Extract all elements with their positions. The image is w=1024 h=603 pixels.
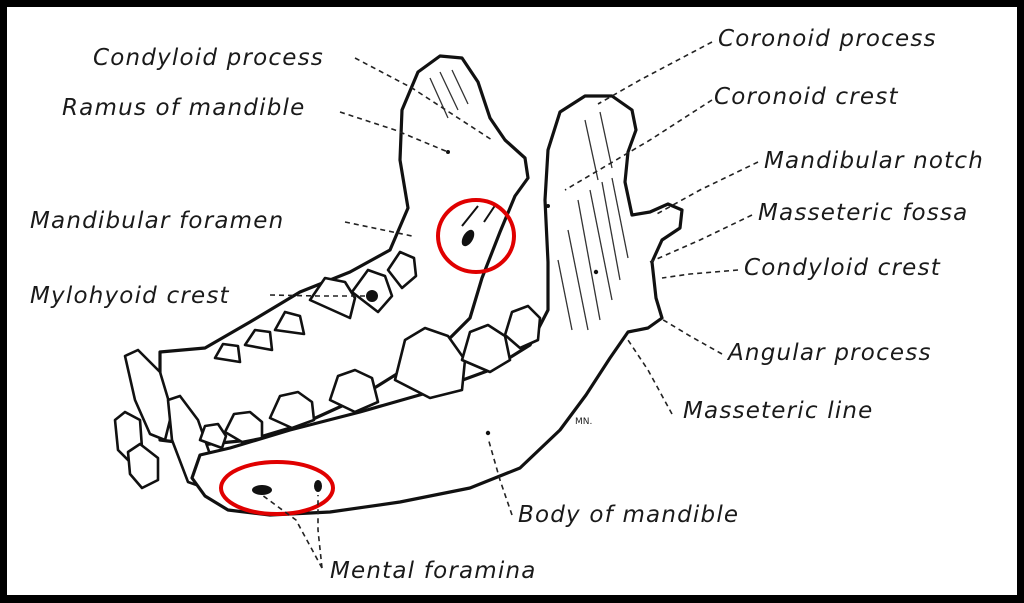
- label-mandibular-notch: Mandibular notch: [764, 148, 984, 174]
- label-condyloid-process: Condyloid process: [93, 45, 324, 71]
- label-mental-foramina: Mental foramina: [330, 558, 537, 584]
- label-condyloid-crest: Condyloid crest: [744, 255, 941, 281]
- label-angular-process: Angular process: [726, 340, 932, 366]
- label-masseteric-fossa: Masseteric fossa: [758, 200, 968, 226]
- label-body-of-mandible: Body of mandible: [518, 502, 739, 528]
- artist-signature: MN.: [575, 417, 592, 427]
- label-ramus-of-mandible: Ramus of mandible: [62, 95, 305, 121]
- label-masseteric-line: Masseteric line: [683, 398, 874, 424]
- label-mylohyoid-crest: Mylohyoid crest: [30, 283, 230, 309]
- label-mandibular-foramen: Mandibular foramen: [30, 208, 284, 234]
- label-coronoid-process: Coronoid process: [718, 26, 937, 52]
- label-coronoid-crest: Coronoid crest: [714, 84, 899, 110]
